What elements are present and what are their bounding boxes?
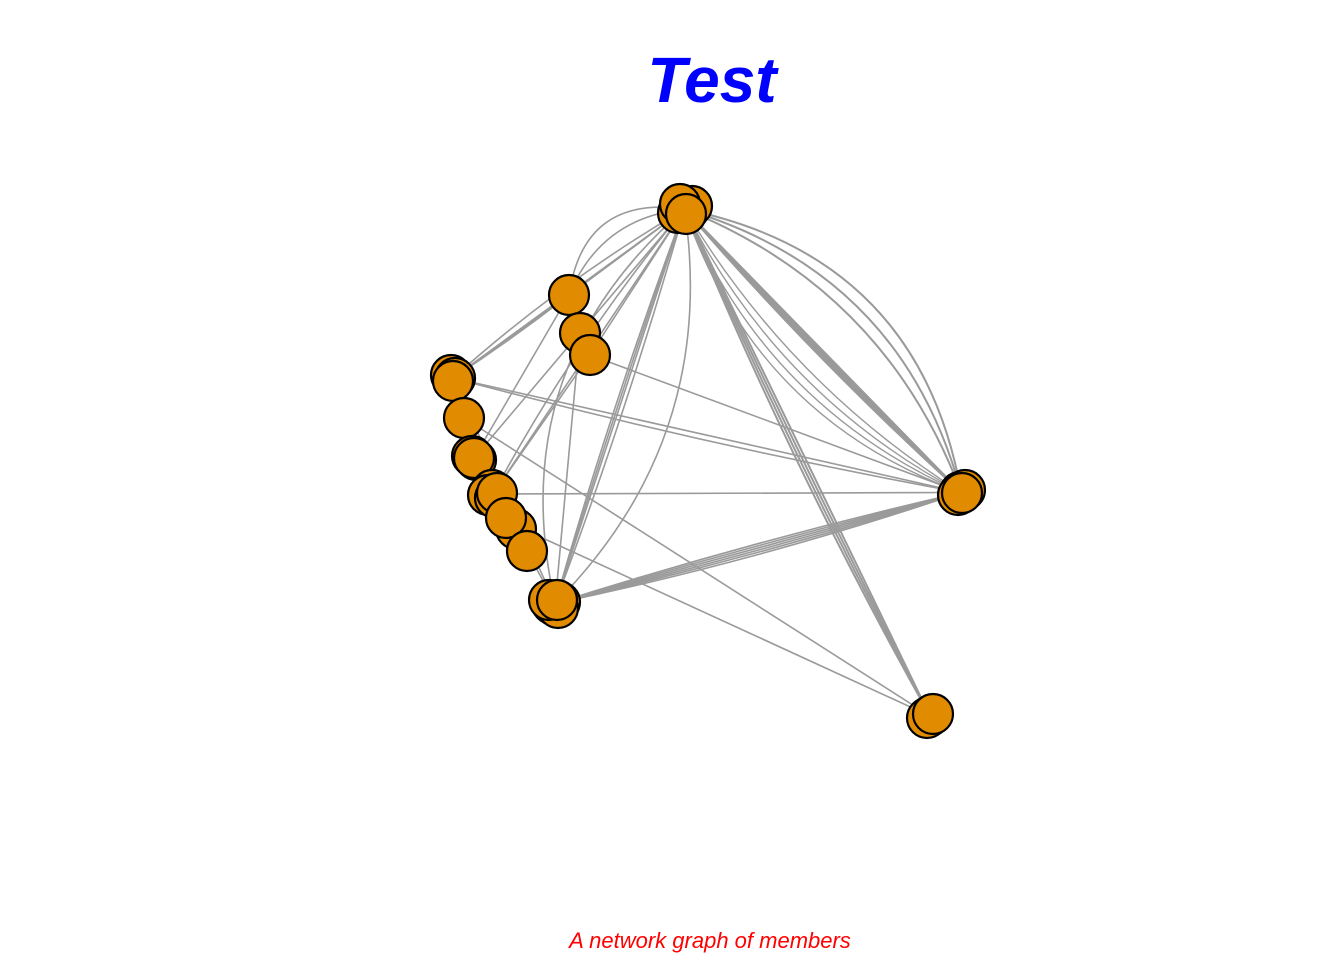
graph-caption: A network graph of members [569,928,851,953]
edge-a3-right [589,354,962,494]
edge-l1-right [452,377,962,494]
nodes-layer [429,182,987,740]
edge-top-bl [554,208,686,604]
edge-bl-right [554,491,962,605]
edge-top-bl [554,208,686,604]
node-br-2 [911,692,955,736]
node-l3-2 [452,436,496,480]
edge-top-br [683,208,931,717]
edge-bl-right [555,491,962,605]
edge-top-right [683,208,962,494]
edge-top-br [683,208,931,717]
edge-l5-br [510,522,931,717]
edge-l4-right [492,491,962,495]
edge-top-bl [554,208,686,604]
edge-top-bl [554,209,692,604]
node-a3-0 [568,333,612,377]
edge-top-right [683,208,962,494]
node-bl-5 [535,578,579,622]
edge-bl-right [554,491,962,605]
edge-a1-l3 [473,294,570,459]
edge-a3-l4 [492,354,591,495]
node-a1-0 [547,273,591,317]
graph-title: Test [647,44,777,116]
edge-top-br [683,208,931,717]
node-right-3 [940,471,984,515]
edge-top-bl [554,208,686,604]
edge-top-right [684,208,963,493]
edge-bl-right [554,491,962,605]
edge-top-right [684,208,963,493]
node-l6-0 [505,529,549,573]
edge-l1-right [452,377,962,494]
node-l5-1 [484,496,528,540]
edge-bl-right [554,491,962,605]
edge-top-right [683,208,962,494]
node-l1-2 [431,359,475,403]
edge-bl-right [554,491,962,605]
edges-layer [452,206,963,717]
node-top-6 [664,192,708,236]
edge-top-right [684,208,963,493]
node-l2-0 [442,396,486,440]
edge-top-right [683,208,962,494]
